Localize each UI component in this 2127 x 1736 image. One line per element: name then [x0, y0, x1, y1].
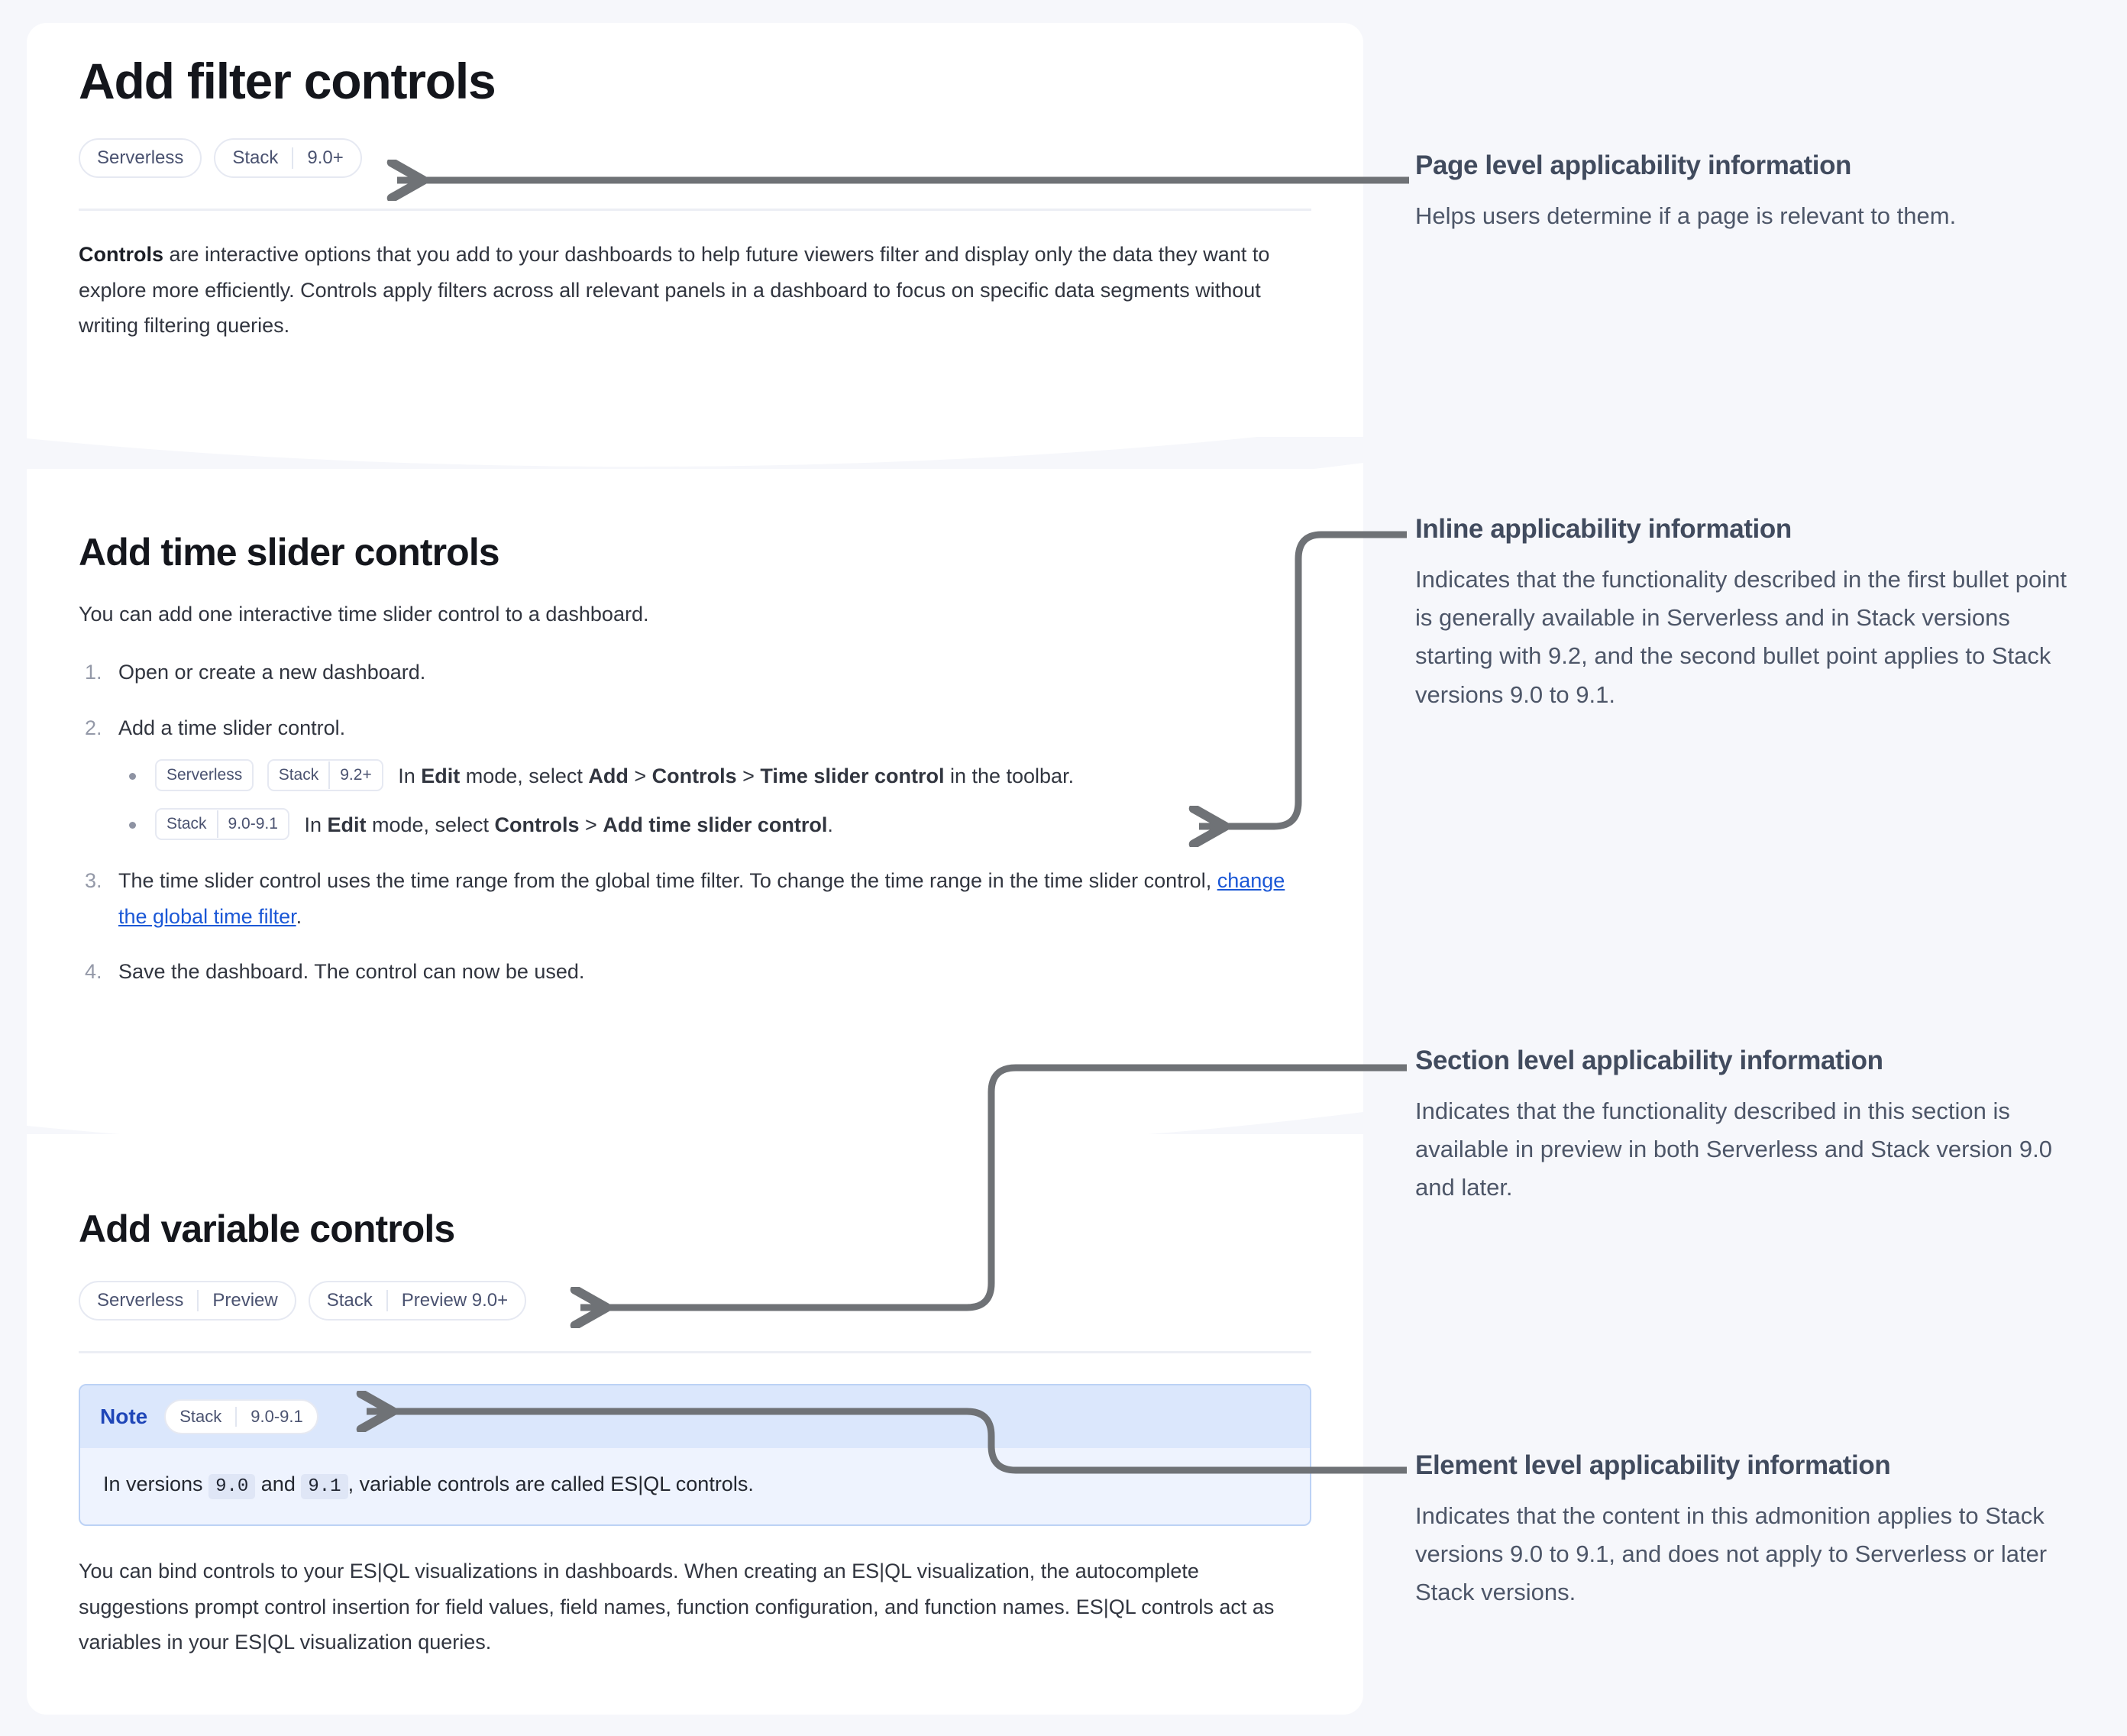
- documentation-column: Add filter controls Serverless Stack 9.0…: [27, 23, 1363, 1715]
- bullet-part: In: [398, 765, 422, 788]
- badge-segment-version: 9.0-9.1: [251, 1407, 303, 1426]
- badge-segment-label: Stack: [166, 815, 207, 833]
- intro-rest: are interactive options that you add to …: [79, 243, 1270, 338]
- step-text: Add a time slider control.: [118, 716, 346, 739]
- step-text-after: .: [296, 904, 302, 928]
- page-applicability-badges: Serverless Stack 9.0+: [79, 138, 1311, 179]
- annotation-text: Helps users determine if a page is relev…: [1415, 202, 1957, 229]
- bullet-part-bold: Controls: [494, 813, 580, 837]
- section-applicability-badges: Serverless Preview Stack Preview 9.0+: [79, 1281, 1311, 1321]
- bullet-text: In Edit mode, select Controls > Add time…: [304, 813, 832, 836]
- annotation-page-level: Page level applicability information Hel…: [1415, 150, 2072, 235]
- annotation-element-level: Element level applicability information …: [1415, 1450, 2072, 1612]
- bullet-part-bold: Edit: [327, 813, 367, 837]
- page-header-panel: Add filter controls Serverless Stack 9.0…: [27, 23, 1363, 437]
- note-text-before: In versions: [103, 1473, 209, 1495]
- section-intro-time-slider: You can add one interactive time slider …: [79, 603, 649, 626]
- inline-badge-serverless[interactable]: Serverless: [155, 759, 254, 792]
- badge-segment-version: 9.0-9.1: [228, 815, 278, 833]
- section-heading-time-slider: Add time slider controls: [79, 531, 500, 574]
- section-heading-variable: Add variable controls: [79, 1207, 455, 1250]
- bullet-item-2: Stack 9.0-9.1 In Edit mode, select Contr…: [118, 808, 1311, 843]
- note-text-after: , variable controls are called ES|QL con…: [347, 1473, 754, 1495]
- annotation-text: Indicates that the functionality describ…: [1415, 1098, 2053, 1201]
- badge-segment-version: 9.0+: [307, 147, 344, 169]
- step-number: 1.: [85, 661, 102, 684]
- annotation-section-level: Section level applicability information …: [1415, 1045, 2072, 1207]
- page-intro-paragraph: Controls are interactive options that yo…: [79, 237, 1301, 343]
- note-title: Note: [100, 1405, 148, 1428]
- note-body: In versions 9.0 and 9.1, variable contro…: [80, 1448, 1310, 1524]
- annotation-title: Page level applicability information: [1415, 150, 1852, 180]
- step-text-before: The time slider control uses the time ra…: [118, 869, 1217, 893]
- badge-stack-preview[interactable]: Stack Preview 9.0+: [308, 1281, 527, 1321]
- bullet-part: mode, select: [460, 765, 589, 788]
- step-number: 3.: [85, 869, 102, 893]
- header-divider: [79, 209, 1311, 212]
- time-slider-section-panel: Add time slider controls You can add one…: [27, 469, 1363, 1088]
- annotation-text: Indicates that the functionality describ…: [1415, 566, 2067, 708]
- step-number: 2.: [85, 716, 102, 739]
- note-admonition: Note Stack 9.0-9.1 In versions 9.0 and 9…: [79, 1384, 1311, 1527]
- bullet-dot-icon: [129, 822, 136, 829]
- annotation-title: Element level applicability information: [1415, 1450, 1891, 1480]
- time-slider-steps: 1. Open or create a new dashboard. 2. Ad…: [79, 655, 1311, 989]
- badge-segment-label: Serverless: [97, 147, 184, 169]
- bullet-part: In: [304, 813, 328, 837]
- step-number: 4.: [85, 959, 102, 983]
- badge-serverless[interactable]: Serverless: [79, 138, 202, 179]
- bullet-text: In Edit mode, select Add > Controls > Ti…: [398, 765, 1074, 787]
- note-code-90: 9.0: [208, 1474, 256, 1499]
- intro-lead: Controls: [79, 243, 163, 267]
- bullet-part-bold: Time slider control: [760, 765, 945, 788]
- bullet-part: .: [827, 813, 833, 837]
- badge-segment-label: Stack: [232, 147, 279, 169]
- annotation-text: Indicates that the content in this admon…: [1415, 1502, 2048, 1606]
- step-item-2: 2. Add a time slider control. Serverless…: [79, 710, 1311, 843]
- note-badge-stack[interactable]: Stack 9.0-9.1: [164, 1399, 318, 1434]
- bullet-dot-icon: [129, 773, 136, 781]
- badge-segment-label: Stack: [179, 1407, 222, 1426]
- annotation-title: Section level applicability information: [1415, 1046, 1883, 1075]
- note-code-91: 9.1: [301, 1474, 348, 1499]
- step-item-4: 4. Save the dashboard. The control can n…: [79, 954, 1311, 989]
- page-title: Add filter controls: [79, 53, 496, 109]
- bullet-item-1: Serverless Stack 9.2+ In Edit mode, sele…: [118, 759, 1311, 794]
- step-item-1: 1. Open or create a new dashboard.: [79, 655, 1311, 690]
- annotation-title: Inline applicability information: [1415, 514, 1792, 544]
- note-header: Note Stack 9.0-9.1: [80, 1385, 1310, 1448]
- badge-segment-state-version: Preview 9.0+: [401, 1290, 509, 1311]
- bullet-part-bold: Edit: [421, 765, 461, 788]
- badge-segment-label: Stack: [278, 766, 319, 784]
- annotation-inline-level: Inline applicability information Indicat…: [1415, 513, 2072, 714]
- step-item-3: 3. The time slider control uses the time…: [79, 863, 1311, 934]
- step-text: Open or create a new dashboard.: [118, 661, 426, 684]
- badge-serverless-preview[interactable]: Serverless Preview: [79, 1281, 296, 1321]
- badge-segment-label: Stack: [326, 1290, 373, 1311]
- bullet-part-bold: Add time slider control: [603, 813, 828, 837]
- badge-segment-state: Preview: [212, 1290, 278, 1311]
- variable-controls-section-panel: Add variable controls Serverless Preview…: [27, 1134, 1363, 1715]
- bullet-part: >: [628, 765, 652, 788]
- note-text-mid: and: [255, 1473, 302, 1495]
- bullet-part: >: [736, 765, 761, 788]
- step-text: The time slider control uses the time ra…: [118, 869, 1285, 927]
- badge-segment-label: Serverless: [97, 1290, 184, 1311]
- variable-controls-paragraph: You can bind controls to your ES|QL visu…: [79, 1560, 1275, 1654]
- step-2-bullets: Serverless Stack 9.2+ In Edit mode, sele…: [118, 759, 1311, 843]
- step-text: Save the dashboard. The control can now …: [118, 959, 585, 983]
- badge-stack[interactable]: Stack 9.0+: [214, 138, 362, 179]
- inline-badge-stack-90-91[interactable]: Stack 9.0-9.1: [155, 808, 289, 841]
- bullet-part-bold: Controls: [651, 765, 737, 788]
- badge-segment-label: Serverless: [166, 766, 243, 784]
- section-divider: [79, 1351, 1311, 1353]
- badge-segment-version: 9.2+: [340, 766, 372, 784]
- global-time-filter-link[interactable]: change the global time filter: [118, 869, 1285, 928]
- bullet-part: mode, select: [366, 813, 495, 837]
- bullet-part: >: [579, 813, 603, 837]
- inline-badge-stack-92[interactable]: Stack 9.2+: [267, 759, 383, 792]
- bullet-part-bold: Add: [588, 765, 629, 788]
- bullet-part: in the toolbar.: [944, 765, 1075, 788]
